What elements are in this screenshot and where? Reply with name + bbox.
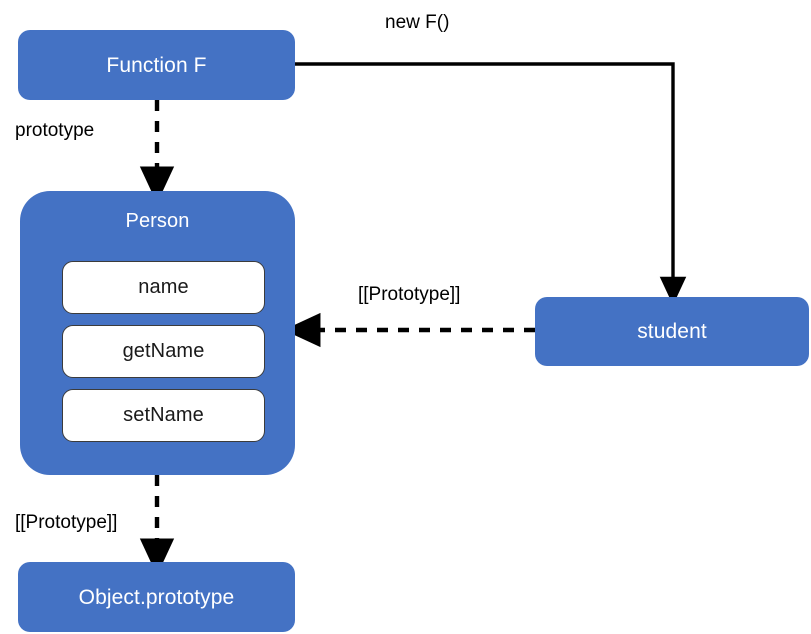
edge-label-person-prototype: [[Prototype]] bbox=[15, 512, 118, 533]
node-function-f-label: Function F bbox=[106, 53, 207, 77]
node-object-prototype-label: Object.prototype bbox=[78, 585, 235, 609]
node-object-prototype[interactable]: Object.prototype bbox=[18, 562, 295, 632]
person-property-setname-label: setName bbox=[123, 404, 204, 426]
node-function-f[interactable]: Function F bbox=[18, 30, 295, 100]
person-property-name[interactable]: name bbox=[62, 261, 265, 314]
node-person-label: Person bbox=[125, 210, 190, 232]
edge-label-prototype: prototype bbox=[15, 120, 95, 141]
person-property-setname[interactable]: setName bbox=[62, 389, 265, 442]
edge-new-f bbox=[295, 62, 687, 306]
edge-label-student-prototype: [[Prototype]] bbox=[358, 284, 461, 305]
node-person[interactable]: Person name getName setName bbox=[20, 191, 295, 475]
node-student-label: student bbox=[637, 320, 707, 343]
person-property-getname-label: getName bbox=[122, 340, 205, 362]
node-student[interactable]: student bbox=[535, 297, 809, 366]
edge-label-new-f: new F() bbox=[385, 12, 450, 33]
person-property-name-label: name bbox=[138, 276, 189, 298]
person-property-getname[interactable]: getName bbox=[62, 325, 265, 378]
